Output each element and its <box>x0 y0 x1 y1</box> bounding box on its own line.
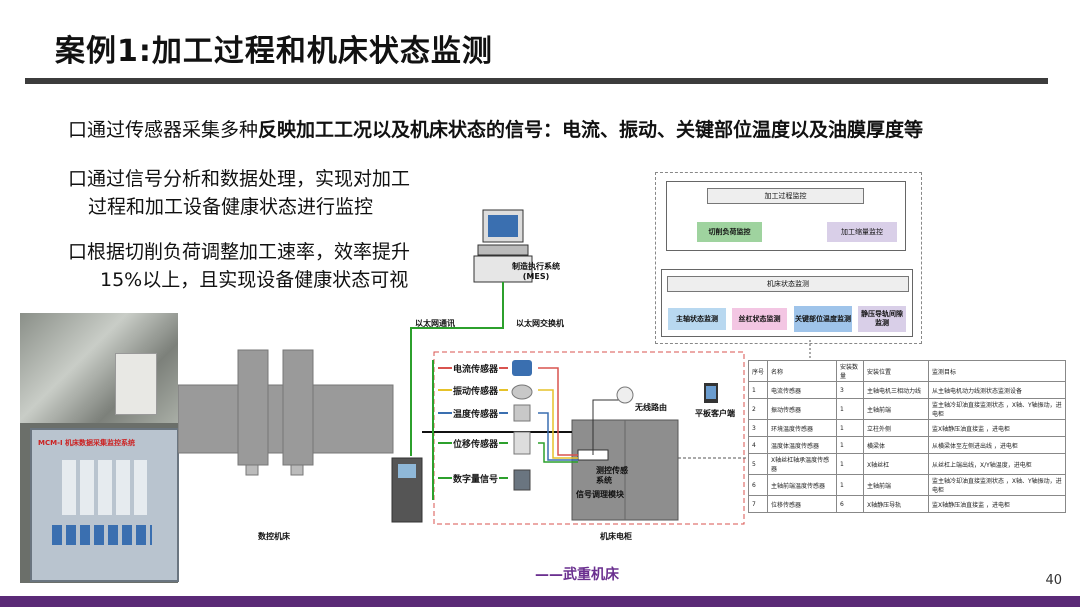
wireless-router <box>617 387 633 403</box>
table-cell: X轴丝杠 <box>864 454 929 475</box>
monitor-system-label: 测控传感系统 <box>596 466 630 486</box>
photo-device-label: MCM-I 机床数据采集监控系统 <box>38 438 135 448</box>
sensor-label-digital: 数字量信号 <box>452 472 499 485</box>
table-cell: 1 <box>837 475 864 496</box>
table-cell: 1 <box>837 420 864 437</box>
machine-item-spindle: 主轴状态监测 <box>668 308 726 330</box>
table-cell: 4 <box>749 437 768 454</box>
sensor-label-displacement: 位移传感器 <box>452 437 499 450</box>
page-title: 案例1:加工过程和机床状态监测 <box>55 26 493 70</box>
page-number: 40 <box>1045 573 1062 588</box>
bullet-2-line-1: 口通过信号分析和数据处理，实现对加工 <box>68 165 410 193</box>
table-row: 5 X轴丝杠轴承温度传感器 1 X轴丝杠 从丝杠上端出线，X/Y轴温度，进电柜 <box>749 454 1066 475</box>
table-cell: X轴丝杠轴承温度传感器 <box>768 454 837 475</box>
sensor-label-temperature: 温度传感器 <box>452 407 499 420</box>
monitor-panel: 加工过程监控 切削负荷监控 加工缩量监控 机床状态监测 主轴状态监测 丝杠状态监… <box>655 172 922 344</box>
table-cell: 立柱外侧 <box>864 420 929 437</box>
displacement-sensor-icon <box>514 432 530 454</box>
table-cell: 1 <box>749 382 768 399</box>
photo-panel: MCM-I 机床数据采集监控系统 <box>20 313 178 583</box>
machine-item-guide: 静压导轨间隙监测 <box>858 306 906 332</box>
table-cell: 监主轴冷却油直接监测状态 ，X轴、Y轴振动，进电柜 <box>929 475 1066 496</box>
process-monitor-box: 加工过程监控 切削负荷监控 加工缩量监控 <box>666 181 906 251</box>
mes-label: 制造执行系统 (MES) <box>512 262 560 282</box>
table-cell: 7 <box>749 496 768 513</box>
table-cell: 从横梁体至左侧进出线 ，进电柜 <box>929 437 1066 454</box>
table-cell: 横梁体 <box>864 437 929 454</box>
bullet-1-bold: 反映加工工况以及机床状态的信号：电流、振动、关键部位温度以及油膜厚度等 <box>258 119 923 141</box>
cabinet-label: 机床电柜 <box>600 531 632 542</box>
bullet-1: 口通过传感器采集多种反映加工工况以及机床状态的信号：电流、振动、关键部位温度以及… <box>68 116 923 144</box>
table-cell: 主轴电机三相动力线 <box>864 382 929 399</box>
table-cell: 主轴前端 <box>864 399 929 420</box>
sensor-label-current: 电流传感器 <box>452 362 499 375</box>
table-cell: 监X轴静压油直接监 ，进电柜 <box>929 496 1066 513</box>
process-header: 加工过程监控 <box>707 188 864 204</box>
title-divider <box>25 78 1048 84</box>
wireless-label: 无线路由 <box>635 402 667 413</box>
signal-module-label: 信号调理模块 <box>576 489 624 500</box>
table-cell: 振动传感器 <box>768 399 837 420</box>
tablet-label: 平板客户端 <box>695 408 735 419</box>
ethernet-label: 以太网通讯 <box>415 318 455 329</box>
process-item-cutting: 切削负荷监控 <box>697 222 762 242</box>
table-cell: 环境温度传感器 <box>768 420 837 437</box>
vibration-sensor-icon <box>512 385 532 399</box>
table-cell: 从主轴电机动力线测状态监测设备 <box>929 382 1066 399</box>
sensor-label-vibration: 振动传感器 <box>452 384 499 397</box>
switch-label: 以太网交换机 <box>516 318 564 329</box>
table-row: 2 振动传感器 1 主轴前端 监主轴冷却油直接监测状态 ，X轴、Y轴振动，进电柜 <box>749 399 1066 420</box>
cnc-column-left <box>238 350 268 465</box>
header-cell: 名称 <box>768 361 837 382</box>
header-cell: 序号 <box>749 361 768 382</box>
table-cell: 监X轴静压油直接监 ，进电柜 <box>929 420 1066 437</box>
table-cell: 主轴前端温度传感器 <box>768 475 837 496</box>
table-cell: 监主轴冷却油直接监测状态 ，X轴、Y轴振动，进电柜 <box>929 399 1066 420</box>
table-header-row: 序号 名称 安装数量 安装位置 监测目标 <box>749 361 1066 382</box>
machine-item-temperature: 关键部位温度监测 <box>794 306 852 332</box>
photo-buttons <box>52 525 152 545</box>
table-cell: 1 <box>837 437 864 454</box>
table-cell: 1 <box>837 454 864 475</box>
sensor-table-grid: 序号 名称 安装数量 安装位置 监测目标 1 电流传感器 3 主轴电机三相动力线… <box>748 360 1066 513</box>
header-cell: 安装数量 <box>837 361 864 382</box>
photo-device-box <box>115 353 157 415</box>
footer-bar <box>0 596 1080 607</box>
table-row: 6 主轴前端温度传感器 1 主轴前端 监主轴冷却油直接监测状态 ，X轴、Y轴振动… <box>749 475 1066 496</box>
table-cell: 2 <box>749 399 768 420</box>
panel-connector <box>795 340 825 358</box>
header-cell: 监测目标 <box>929 361 1066 382</box>
bullet-1-prefix: 口通过传感器采集多种 <box>68 119 258 141</box>
table-cell: 温度体温度传感器 <box>768 437 837 454</box>
table-cell: 电流传感器 <box>768 382 837 399</box>
current-sensor-icon <box>512 360 532 376</box>
table-row: 1 电流传感器 3 主轴电机三相动力线 从主轴电机动力线测状态监测设备 <box>749 382 1066 399</box>
header-cell: 安装位置 <box>864 361 929 382</box>
temperature-sensor-icon <box>514 405 530 421</box>
process-item-machining: 加工缩量监控 <box>827 222 897 242</box>
table-cell: 主轴前端 <box>864 475 929 496</box>
table-cell: 1 <box>837 399 864 420</box>
table-cell: 3 <box>837 382 864 399</box>
cnc-column-right <box>283 350 313 465</box>
machine-header: 机床状态监测 <box>667 276 909 292</box>
table-cell: 位移传感器 <box>768 496 837 513</box>
sensor-table: 序号 名称 安装数量 安装位置 监测目标 1 电流传感器 3 主轴电机三相动力线… <box>748 360 1066 513</box>
table-cell: X轴静压导轨 <box>864 496 929 513</box>
photo-keypad <box>62 460 147 515</box>
table-row: 3 环境温度传感器 1 立柱外侧 监X轴静压油直接监 ，进电柜 <box>749 420 1066 437</box>
table-cell: 6 <box>749 475 768 496</box>
machine-monitor-box: 机床状态监测 主轴状态监测 丝杠状态监测 关键部位温度监测 静压导轨间隙监测 <box>661 269 913 337</box>
table-cell: 6 <box>837 496 864 513</box>
caption: ——武重机床 <box>535 564 619 584</box>
table-cell: 5 <box>749 454 768 475</box>
table-cell: 从丝杠上端出线，X/Y轴温度，进电柜 <box>929 454 1066 475</box>
table-row: 7 位移传感器 6 X轴静压导轨 监X轴静压油直接监 ，进电柜 <box>749 496 1066 513</box>
photo-control-panel: MCM-I 机床数据采集监控系统 <box>30 428 179 582</box>
digital-signal-icon <box>514 470 530 490</box>
table-cell: 3 <box>749 420 768 437</box>
table-row: 4 温度体温度传感器 1 横梁体 从横梁体至左侧进出线 ，进电柜 <box>749 437 1066 454</box>
cnc-label: 数控机床 <box>258 531 290 542</box>
machine-item-screw: 丝杠状态监测 <box>732 308 787 330</box>
